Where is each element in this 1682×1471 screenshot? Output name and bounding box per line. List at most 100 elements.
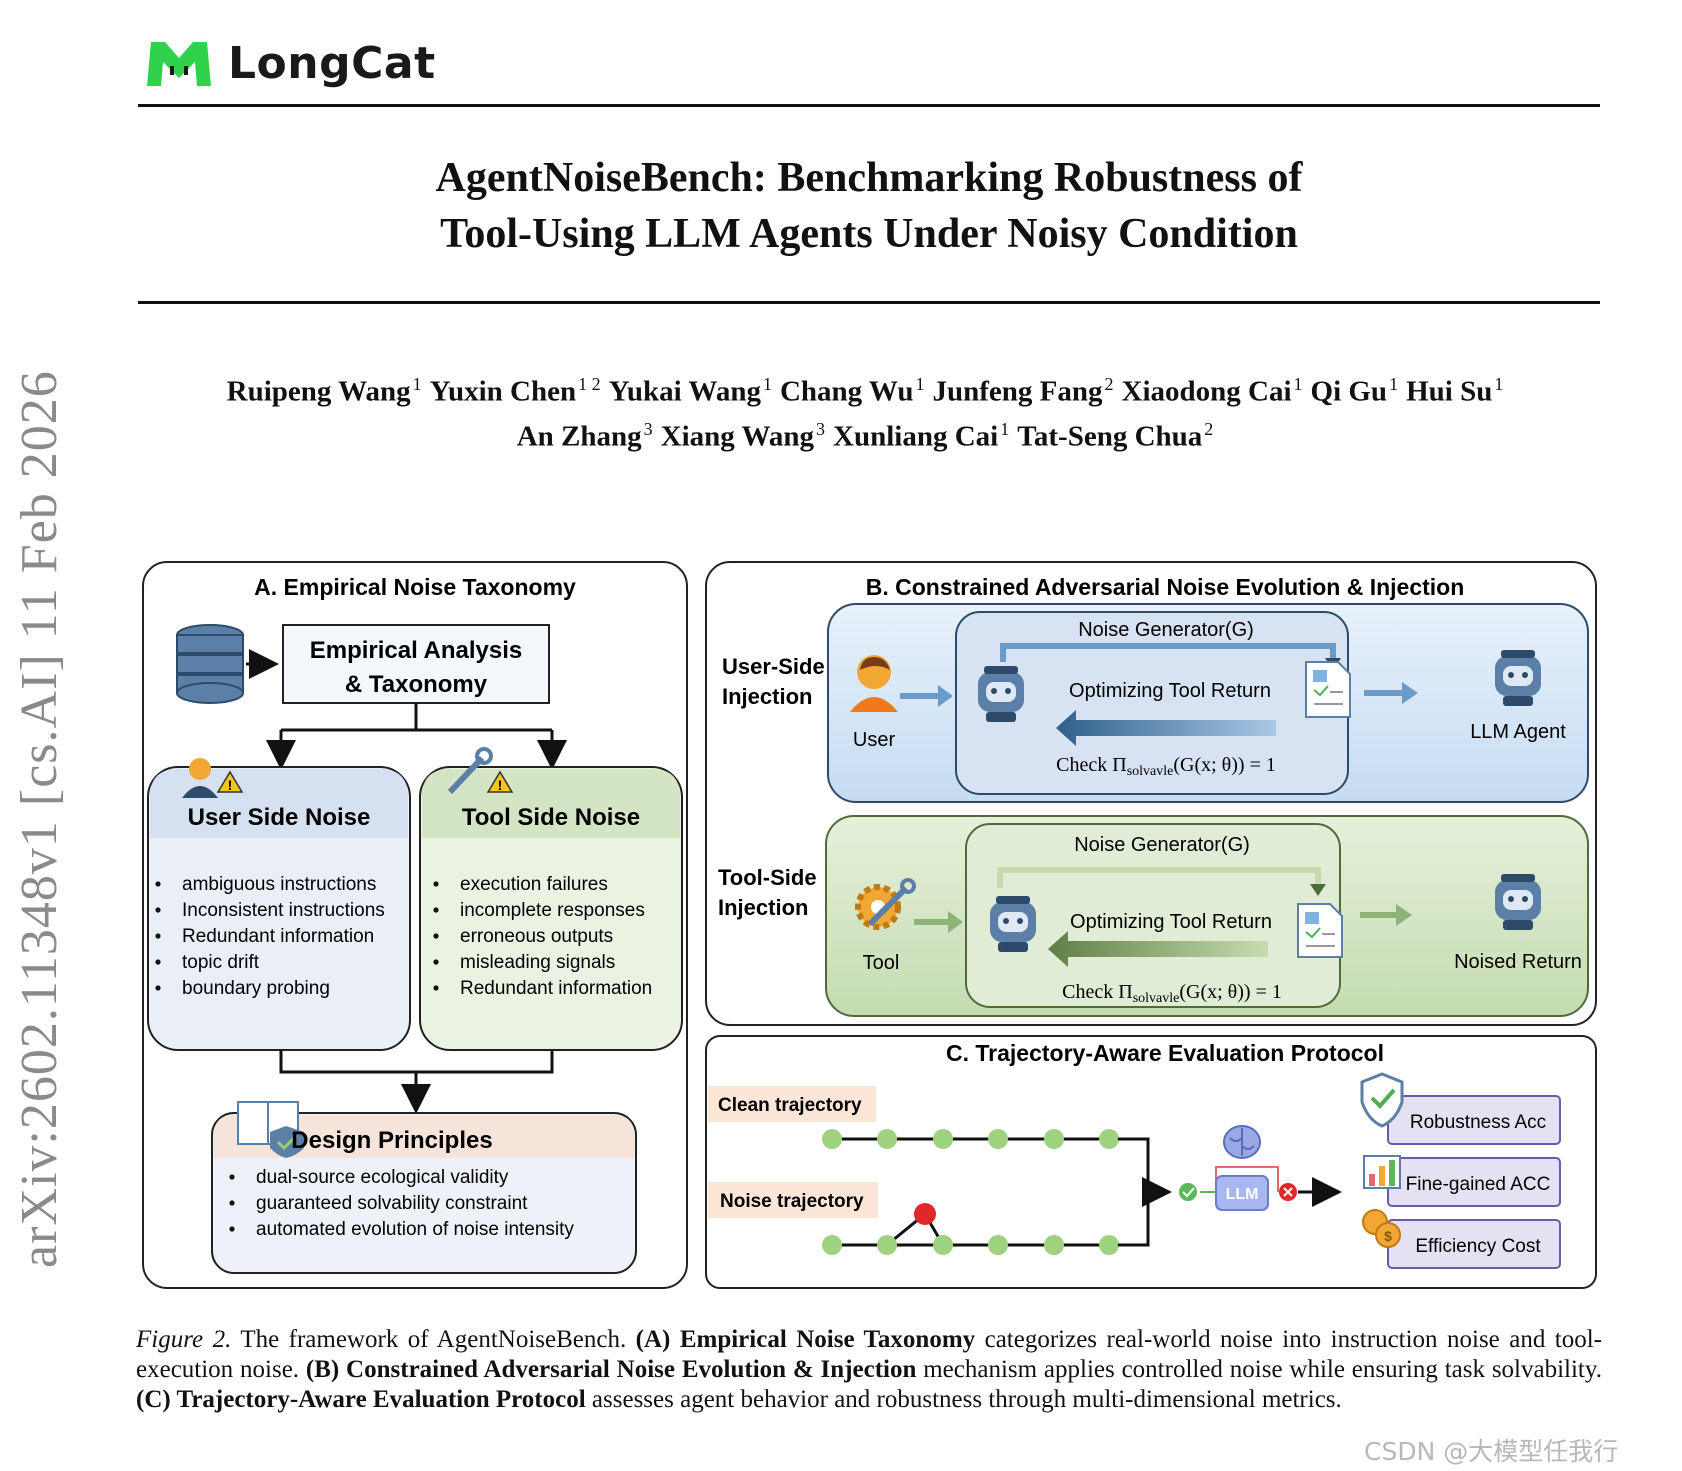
metric-list: Robustness Acc Fine-gained ACC Efficienc… [1387, 1095, 1561, 1269]
user-person-icon [850, 655, 898, 712]
noise-trajectory-label: Noise trajectory [720, 1191, 864, 1212]
bullet-dot [155, 933, 161, 939]
bullet-dot [229, 1200, 235, 1206]
metric-robustness-label: Robustness Acc [1410, 1112, 1546, 1133]
clean-trajectory-tag [708, 1086, 876, 1122]
user-optimize-label: Optimizing Tool Return [1069, 680, 1271, 702]
bullet-dot [433, 907, 439, 913]
llm-evaluator: LLM [1179, 1166, 1297, 1211]
list-item: dual-source ecological validity [256, 1167, 509, 1188]
llm-box-label: LLM [1226, 1186, 1259, 1203]
author-affiliation: 1 [1000, 418, 1010, 439]
bullet-dot [229, 1226, 235, 1232]
author-affiliation: 3 [643, 418, 653, 439]
author-name: Junfeng Fang [932, 375, 1103, 408]
noised-return-label: Noised Return [1454, 951, 1582, 973]
tool-optimize-label: Optimizing Tool Return [1070, 911, 1272, 933]
author-affiliation: 1 2 [578, 374, 601, 394]
list-item: misleading signals [460, 952, 615, 973]
caption-text-1: The framework of AgentNoiseBench. [231, 1326, 636, 1353]
caption-text-2: categorizes real-world noise into instru… [136, 1326, 1602, 1383]
user-generator-label: Noise Generator(G) [1078, 619, 1254, 641]
tool-robot-icon [990, 896, 1036, 952]
svg-text:$: $ [1384, 1228, 1392, 1244]
bullet-dot [229, 1174, 235, 1180]
coins-icon: $ [1362, 1209, 1401, 1248]
author-name: Yukai Wang [608, 375, 761, 408]
metric-efficiency-label: Efficiency Cost [1415, 1236, 1541, 1257]
principles-book-icon [237, 1101, 304, 1158]
user-report-icon [1305, 661, 1351, 718]
title-line-1: AgentNoiseBench: Benchmarking Robustness… [435, 155, 1303, 201]
metric-fine-grained-label: Fine-gained ACC [1406, 1174, 1551, 1195]
list-item: guaranteed solvability constraint [256, 1193, 528, 1214]
caption-text-4: assesses agent behavior and robustness t… [585, 1386, 1342, 1413]
panel-c-title: C. Trajectory-Aware Evaluation Protocol [946, 1040, 1384, 1066]
bullet-dot [433, 959, 439, 965]
user-out-arrow [1364, 682, 1418, 704]
tool-gear-icon [855, 878, 916, 930]
author-name: Xiang Wang [660, 420, 815, 453]
clean-trajectory-label: Clean trajectory [718, 1095, 862, 1116]
caption-bold-c: (C) Trajectory-Aware Evaluation Protocol [136, 1386, 586, 1413]
principles-list: dual-source ecological validity guarantee… [229, 1167, 574, 1240]
bullet-dot [433, 985, 439, 991]
author-name: Tat-Seng Chua [1017, 420, 1203, 453]
author-affiliation: 1 [1389, 374, 1399, 394]
bullet-dot [433, 881, 439, 887]
caption-bold-b: (B) Constrained Adversarial Noise Evolut… [305, 1356, 917, 1383]
user-back-arrow [1056, 710, 1276, 746]
csdn-watermark: CSDN @大模型任我行 [1364, 1437, 1619, 1466]
analysis-box [282, 624, 550, 704]
tool-report-icon [1297, 903, 1343, 958]
user-injection-label-1: User-Side [722, 654, 825, 679]
author-name: Yuxin Chen [429, 375, 577, 408]
list-item: boundary probing [182, 978, 330, 999]
noise-trajectory-chain [822, 1203, 1119, 1255]
author-affiliation: 3 [816, 418, 826, 439]
llm-agent-robot-icon [1495, 650, 1541, 706]
bar-chart-icon [1363, 1155, 1401, 1189]
bullet-dot [155, 959, 161, 965]
author-affiliation: 1 [762, 374, 772, 394]
tool-noise-title: Tool Side Noise [462, 804, 640, 831]
user-warning-icon: ! [182, 758, 244, 798]
author-name: Hui Su [1406, 375, 1493, 408]
noise-trajectory-tag [708, 1182, 878, 1218]
tool-actor-label: Tool [863, 952, 900, 974]
tool-injection-label-2: Injection [718, 895, 808, 920]
bullet-dot [155, 907, 161, 913]
longcat-logo-icon [143, 36, 215, 88]
list-item: topic drift [182, 952, 260, 973]
caption-bold-a: (A) Empirical Noise Taxonomy [635, 1326, 976, 1353]
tool-back-arrow [1048, 931, 1268, 967]
tool-out-arrow [1360, 904, 1412, 926]
author-name: Xunliang Cai [833, 420, 999, 453]
author-name: Qi Gu [1310, 375, 1388, 408]
shield-check-icon [1360, 1072, 1404, 1128]
bullet-dot [155, 985, 161, 991]
principles-title: Design Principles [291, 1127, 492, 1154]
header-rule [138, 104, 1600, 107]
author-name: Ruipeng Wang [226, 375, 411, 408]
title-rule [138, 301, 1600, 304]
author-affiliation: 2 [1104, 374, 1114, 394]
author-name: Chang Wu [779, 375, 914, 408]
logo-text: LongCat [228, 38, 436, 89]
list-item: execution failures [460, 874, 608, 895]
user-robot-icon [978, 666, 1024, 722]
llm-agent-label: LLM Agent [1470, 721, 1566, 743]
analysis-line-1: Empirical Analysis [310, 637, 523, 664]
user-in-arrow [900, 685, 953, 707]
user-actor-label: User [853, 729, 896, 751]
title-line-2: Tool-Using LLM Agents Under Noisy Condit… [440, 211, 1298, 257]
tool-injection-label-1: Tool-Side [718, 865, 817, 890]
analysis-line-2: & Taxonomy [345, 671, 488, 698]
list-item: automated evolution of noise intensity [256, 1219, 574, 1240]
paper-title: AgentNoiseBench: Benchmarking Robustness… [138, 150, 1600, 262]
